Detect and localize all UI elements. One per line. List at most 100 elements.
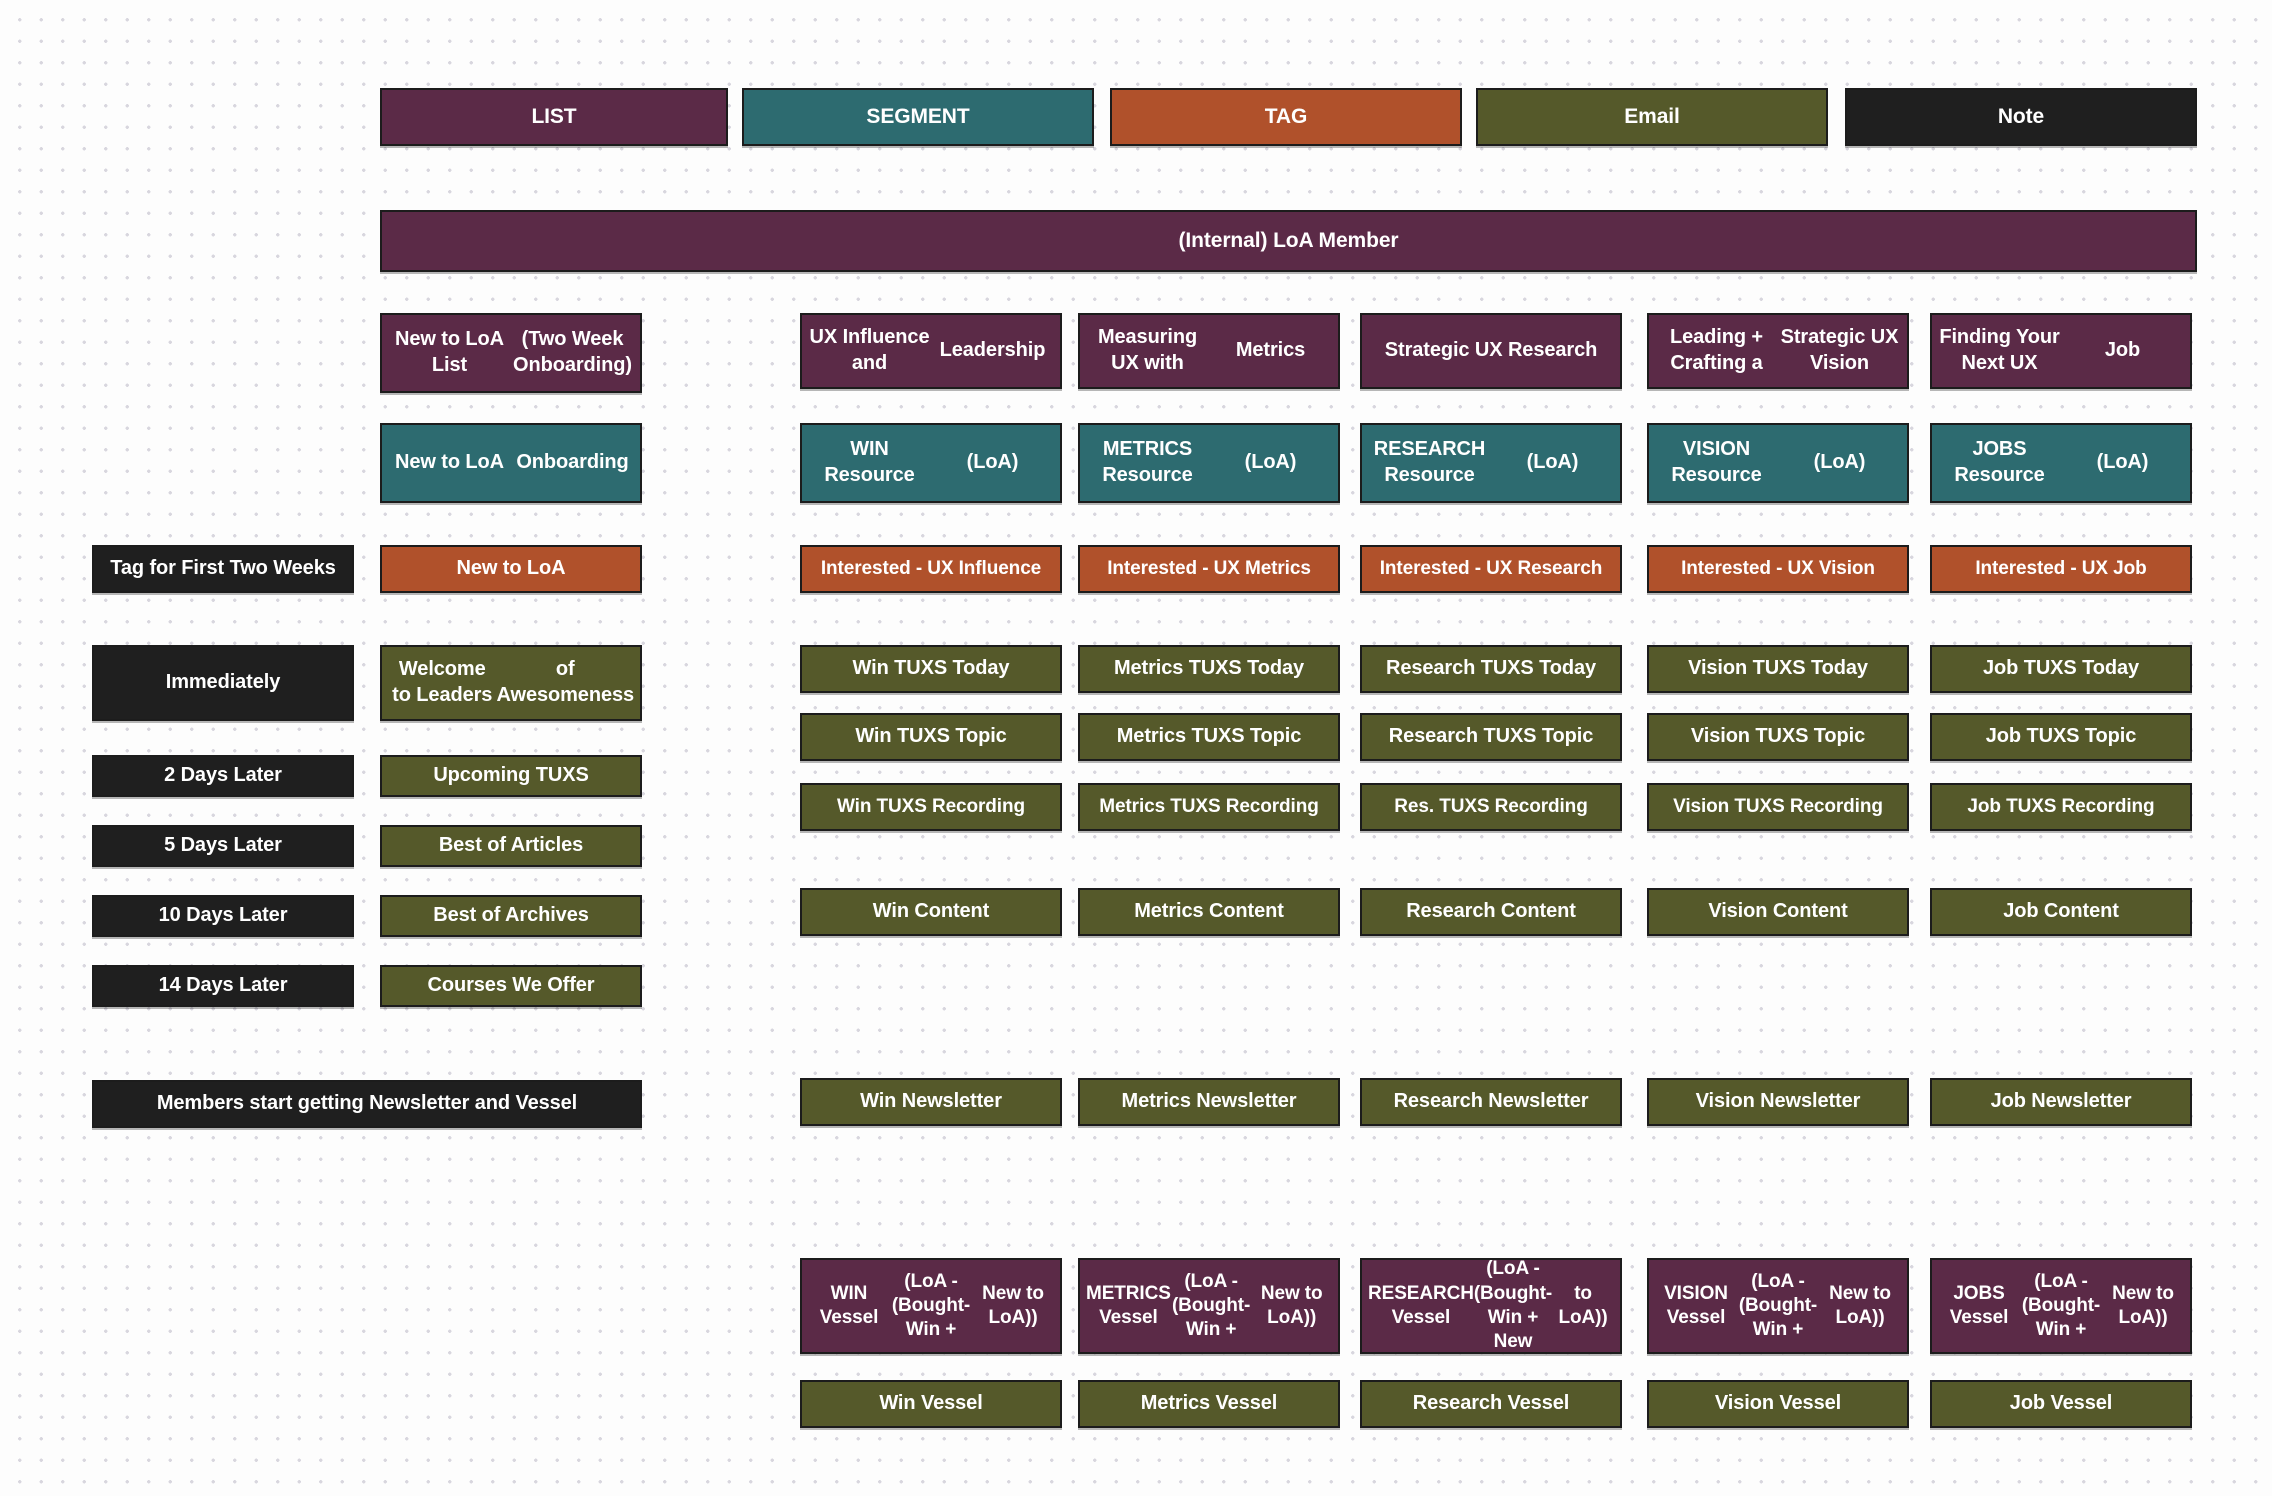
vessel-list-1[interactable]: METRICS Vessel(LoA - (Bought-Win +New to… — [1078, 1258, 1340, 1354]
box-label-line: (LoA) — [1526, 451, 1579, 474]
box-label-line: New to LoA)) — [982, 1282, 1044, 1328]
tuxs-recording-3[interactable]: Vision TUXS Recording — [1647, 783, 1909, 831]
box-label-line: Vision Newsletter — [1695, 1090, 1861, 1113]
content-1[interactable]: Metrics Content — [1078, 888, 1340, 936]
vessel-email-2[interactable]: Research Vessel — [1360, 1380, 1622, 1428]
legend-segment[interactable]: SEGMENT — [742, 88, 1094, 146]
legend-tag[interactable]: TAG — [1110, 88, 1462, 146]
vessel-list-4[interactable]: JOBS Vessel(LoA - (Bought-Win +New to Lo… — [1930, 1258, 2192, 1354]
box-label-line: (LoA - (Bought-Win + — [2021, 1270, 2101, 1341]
newsletter-1[interactable]: Metrics Newsletter — [1078, 1078, 1340, 1126]
box-label-line: METRICS Resource — [1102, 438, 1193, 486]
tuxs-topic-3[interactable]: Vision TUXS Topic — [1647, 713, 1909, 761]
topic-segment-3[interactable]: VISION Resource(LoA) — [1647, 423, 1909, 503]
onboarding-email-1[interactable]: Upcoming TUXS — [380, 755, 642, 797]
topic-tag-0[interactable]: Interested - UX Influence — [800, 545, 1062, 593]
box-label-line: JOBS Resource — [1954, 438, 2045, 486]
topic-tag-2[interactable]: Interested - UX Research — [1360, 545, 1622, 593]
box-label-line: Job TUXS Today — [1982, 657, 2140, 680]
box-label-line: New to LoA)) — [2112, 1282, 2174, 1328]
tuxs-topic-0[interactable]: Win TUXS Topic — [800, 713, 1062, 761]
tuxs-today-4[interactable]: Job TUXS Today — [1930, 645, 2192, 693]
box-label-line: Metrics Vessel — [1140, 1392, 1278, 1415]
tuxs-topic-2[interactable]: Research TUXS Topic — [1360, 713, 1622, 761]
box-label-line: Leadership — [939, 339, 1046, 362]
newsletter-0[interactable]: Win Newsletter — [800, 1078, 1062, 1126]
tuxs-today-2[interactable]: Research TUXS Today — [1360, 645, 1622, 693]
newsletter-4[interactable]: Job Newsletter — [1930, 1078, 2192, 1126]
box-label-line: New to LoA — [395, 451, 504, 474]
topic-segment-0[interactable]: WIN Resource(LoA) — [800, 423, 1062, 503]
box-label-line: to LoA)) — [1558, 1282, 1608, 1328]
content-4[interactable]: Job Content — [1930, 888, 2192, 936]
vessel-email-1[interactable]: Metrics Vessel — [1078, 1380, 1340, 1428]
tuxs-recording-1[interactable]: Metrics TUXS Recording — [1078, 783, 1340, 831]
onboarding-email-3[interactable]: Best of Archives — [380, 895, 642, 937]
onboarding-tag-box[interactable]: New to LoA — [380, 545, 642, 593]
tuxs-recording-0[interactable]: Win TUXS Recording — [800, 783, 1062, 831]
tuxs-recording-2[interactable]: Res. TUXS Recording — [1360, 783, 1622, 831]
box-label-line: Research Content — [1406, 900, 1576, 923]
vessel-email-4[interactable]: Job Vessel — [1930, 1380, 2192, 1428]
tuxs-today-3[interactable]: Vision TUXS Today — [1647, 645, 1909, 693]
box-label-line: Welcome to Leaders — [392, 658, 493, 706]
content-2[interactable]: Research Content — [1360, 888, 1622, 936]
box-label-line: Metrics Content — [1134, 900, 1284, 923]
tuxs-recording-4[interactable]: Job TUXS Recording — [1930, 783, 2192, 831]
topic-tag-4[interactable]: Interested - UX Job — [1930, 545, 2192, 593]
box-label-line: New to LoA — [456, 557, 566, 580]
topic-segment-4[interactable]: JOBS Resource(LoA) — [1930, 423, 2192, 503]
box-label-line: Interested - UX Influence — [820, 557, 1042, 579]
box-label-line: (LoA - (Bought-Win + — [1738, 1270, 1818, 1341]
topic-tag-1[interactable]: Interested - UX Metrics — [1078, 545, 1340, 593]
onboarding-list-box[interactable]: New to LoA List(Two Week Onboarding) — [380, 313, 642, 393]
box-label-line: Job Newsletter — [1990, 1090, 2132, 1113]
onboarding-email-2[interactable]: Best of Articles — [380, 825, 642, 867]
tuxs-topic-1[interactable]: Metrics TUXS Topic — [1078, 713, 1340, 761]
box-label-line: Interested - UX Research — [1379, 557, 1603, 579]
topic-segment-2[interactable]: RESEARCH Resource(LoA) — [1360, 423, 1622, 503]
box-label-line: Metrics TUXS Topic — [1116, 725, 1302, 748]
topic-list-2[interactable]: Strategic UX Research — [1360, 313, 1622, 389]
vessel-list-3[interactable]: VISION Vessel(LoA - (Bought-Win +New to … — [1647, 1258, 1909, 1354]
tuxs-today-0[interactable]: Win TUXS Today — [800, 645, 1062, 693]
content-0[interactable]: Win Content — [800, 888, 1062, 936]
box-label-line: Research Newsletter — [1393, 1090, 1589, 1113]
box-label-line: New to LoA)) — [1260, 1282, 1323, 1328]
box-label-line: Interested - UX Metrics — [1107, 557, 1311, 579]
box-label-line: Best of Articles — [438, 834, 584, 857]
legend-list[interactable]: LIST — [380, 88, 728, 146]
timing-note-2: 5 Days Later — [92, 825, 354, 867]
onboarding-email-4[interactable]: Courses We Offer — [380, 965, 642, 1007]
vessel-email-0[interactable]: Win Vessel — [800, 1380, 1062, 1428]
master-list-bar[interactable]: (Internal) LoA Member — [380, 210, 2197, 272]
vessel-email-3[interactable]: Vision Vessel — [1647, 1380, 1909, 1428]
legend-note[interactable]: Note — [1845, 88, 2197, 146]
box-label-line: Email — [1624, 104, 1680, 128]
box-label-line: Onboarding — [516, 451, 629, 474]
box-label-line: New to LoA List — [395, 328, 504, 376]
topic-segment-1[interactable]: METRICS Resource(LoA) — [1078, 423, 1340, 503]
tuxs-today-1[interactable]: Metrics TUXS Today — [1078, 645, 1340, 693]
box-label-line: Interested - UX Job — [1975, 557, 2147, 579]
newsletter-2[interactable]: Research Newsletter — [1360, 1078, 1622, 1126]
box-label-line: Metrics TUXS Recording — [1099, 795, 1319, 817]
box-label-line: Vision Vessel — [1714, 1392, 1842, 1415]
box-label-line: Job Content — [2003, 900, 2119, 923]
content-3[interactable]: Vision Content — [1647, 888, 1909, 936]
tuxs-topic-4[interactable]: Job TUXS Topic — [1930, 713, 2192, 761]
box-label-line: Vision TUXS Recording — [1673, 795, 1883, 817]
box-label-line: Win Newsletter — [860, 1090, 1002, 1113]
topic-tag-3[interactable]: Interested - UX Vision — [1647, 545, 1909, 593]
newsletter-3[interactable]: Vision Newsletter — [1647, 1078, 1909, 1126]
box-label-line: Research TUXS Topic — [1388, 725, 1594, 748]
legend-email[interactable]: Email — [1476, 88, 1828, 146]
vessel-list-0[interactable]: WIN Vessel(LoA - (Bought-Win +New to LoA… — [800, 1258, 1062, 1354]
onboarding-segment-box[interactable]: New to LoA Onboarding — [380, 423, 642, 503]
